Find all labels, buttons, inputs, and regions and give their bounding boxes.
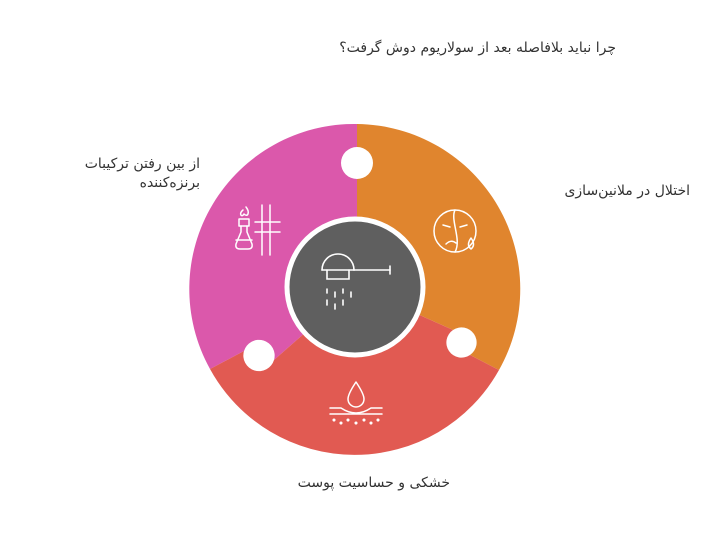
label-melanin: اختلال در ملانین‌سازی	[564, 183, 690, 199]
segment-skin	[210, 287, 499, 455]
segment-melanin	[357, 124, 521, 370]
shower-icon	[321, 253, 391, 310]
label-bronzing-line2: برنزه‌کننده	[139, 175, 200, 191]
lab-flask-icon	[235, 204, 281, 256]
label-skin: خشکی و حساسیت پوست	[297, 475, 450, 491]
label-bronzing-line1: از بین رفتن ترکیبات	[84, 156, 200, 172]
center-circle	[284, 216, 426, 358]
diagram-title: چرا نباید بلافاصله بعد از سولاریوم دوش گ…	[339, 40, 616, 56]
skin-drop-icon	[329, 381, 383, 425]
sad-face-tear-icon	[433, 209, 477, 253]
label-bronzing: از بین رفتن ترکیبات برنزه‌کننده	[40, 155, 200, 193]
